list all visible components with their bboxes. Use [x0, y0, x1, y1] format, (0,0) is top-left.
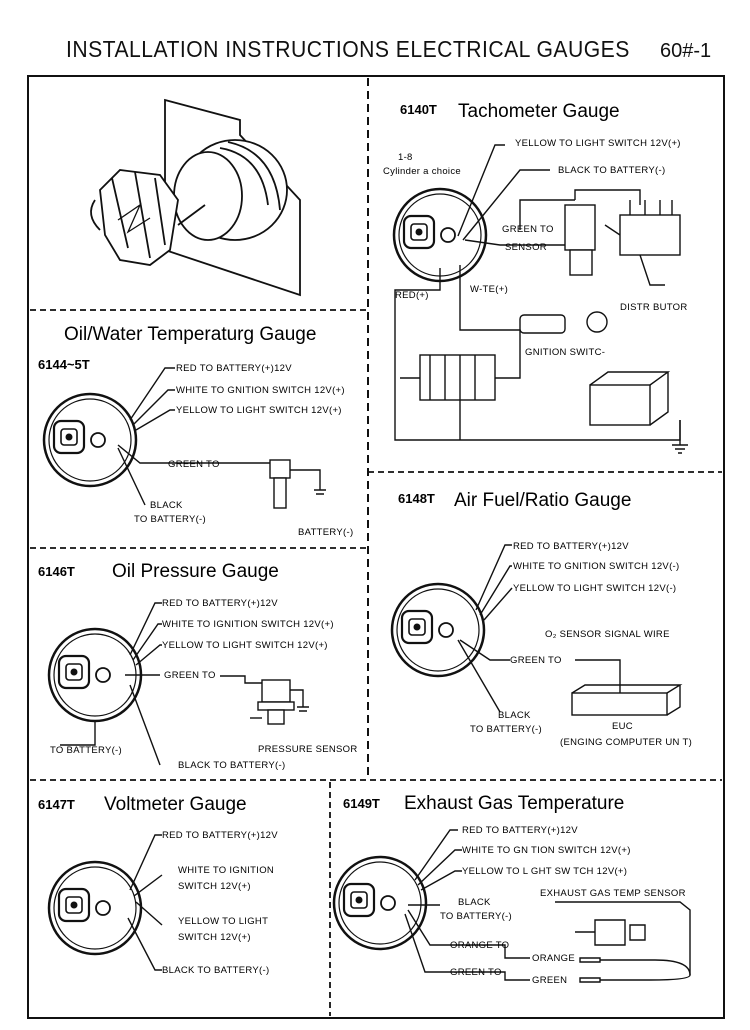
- install-illustration: [90, 98, 301, 297]
- tach-distributor-label: DISTR BUTOR: [620, 302, 688, 313]
- tach-ignition-label: GNITION SWITC-: [525, 347, 605, 358]
- oilwater-code: 6144~5T: [38, 357, 90, 372]
- oil-water-temp-section: Oil/Water Temperaturg Gauge 6144~5T RED …: [38, 324, 353, 538]
- airfuel-o2-label: O₂ SENSOR SIGNAL WIRE: [545, 629, 670, 640]
- oilpress-white-label: WHITE TO IGNITION SWITCH 12V(+): [162, 619, 334, 630]
- volt-title: Voltmeter Gauge: [104, 794, 247, 815]
- egt-green2-label: GREEN: [532, 975, 567, 986]
- airfuel-code: 6148T: [398, 491, 435, 506]
- oilpress-green-label: GREEN TO: [164, 670, 216, 681]
- tach-red-label: RED(+): [395, 290, 429, 301]
- egt-white-label: WHITE TO GN TION SWITCH 12V(+): [462, 845, 631, 856]
- tach-title: Tachometer Gauge: [458, 101, 620, 122]
- oilwater-red-label: RED TO BATTERY(+)12V: [176, 363, 292, 374]
- oilwater-battery-label: BATTERY(-): [298, 527, 353, 538]
- oilpress-red-label: RED TO BATTERY(+)12V: [162, 598, 278, 609]
- tach-cyl2-label: Cylinder a choice: [383, 166, 461, 177]
- tach-cyl-label: 1-8: [398, 152, 413, 163]
- egt-sensor-label: EXHAUST GAS TEMP SENSOR: [540, 888, 686, 899]
- volt-gauge-icon: [47, 860, 143, 956]
- page-number: 60#-1: [660, 40, 712, 62]
- tach-sensor-label: SENSOR: [505, 242, 547, 253]
- egt-title: Exhaust Gas Temperature: [404, 793, 624, 814]
- tach-yellow-label: YELLOW TO LIGHT SWITCH 12V(+): [515, 138, 681, 149]
- oilwater-green-label: GREEN TO: [168, 459, 220, 470]
- oil-pressure-section: 6146T Oil Pressure Gauge RED TO BATTERY(…: [38, 561, 358, 771]
- egt-section: 6149T Exhaust Gas Temperature RED TO BAT…: [332, 793, 691, 986]
- airfuel-euc-label: EUC: [612, 721, 633, 732]
- oilwater-gauge-icon: [42, 392, 138, 488]
- airfuel-white-label: WHITE TO GNITION SWITCH 12V(-): [513, 561, 679, 572]
- tachometer-section: 6140T Tachometer Gauge: [383, 101, 688, 454]
- tach-green-label: GREEN TO: [502, 224, 554, 235]
- airfuel-euc2-label: (ENGING COMPUTER UN T): [560, 737, 692, 748]
- oilwater-yellow-label: YELLOW TO LIGHT SWITCH 12V(+): [176, 405, 342, 416]
- oilpress-yellow-label: YELLOW TO LIGHT SWITCH 12V(+): [162, 640, 328, 651]
- oilpress-psensor-label: PRESSURE SENSOR: [258, 744, 358, 755]
- tach-white-label: W-TE(+): [470, 284, 508, 295]
- page-frame: [27, 75, 725, 1019]
- volt-white2-label: SWITCH 12V(+): [178, 881, 251, 892]
- tach-black-label: BLACK TO BATTERY(-): [558, 165, 665, 176]
- airfuel-black-label: BLACK: [498, 710, 531, 721]
- volt-yellow2-label: SWITCH 12V(+): [178, 932, 251, 943]
- egt-orange-label: ORANGE TO: [450, 940, 509, 951]
- volt-white-label: WHITE TO IGNITION: [178, 865, 274, 876]
- oilwater-black-label: BLACK: [150, 500, 183, 511]
- oilwater-title: Oil/Water Temperaturg Gauge: [64, 324, 316, 345]
- page-title: INSTALLATION INSTRUCTIONS ELECTRICAL GAU…: [66, 36, 630, 62]
- tach-code: 6140T: [400, 102, 437, 117]
- airfuel-green-label: GREEN TO: [510, 655, 562, 666]
- egt-green-label: GREEN TO: [450, 967, 502, 978]
- volt-red-label: RED TO BATTERY(+)12V: [162, 830, 278, 841]
- oilpress-title: Oil Pressure Gauge: [112, 561, 279, 582]
- egt-red-label: RED TO BATTERY(+)12V: [462, 825, 578, 836]
- volt-yellow-label: YELLOW TO LIGHT: [178, 916, 268, 927]
- airfuel-yellow-label: YELLOW TO LIGHT SWITCH 12V(-): [513, 583, 676, 594]
- airfuel-title: Air Fuel/Ratio Gauge: [454, 490, 631, 511]
- egt-black-label: BLACK: [458, 897, 491, 908]
- egt-yellow-label: YELLOW TO L GHT SW TCH 12V(+): [462, 866, 627, 877]
- air-fuel-ratio-section: 6148T Air Fuel/Ratio Gauge RED TO BATTER…: [390, 490, 692, 748]
- oilpress-black-label: BLACK TO BATTERY(-): [178, 760, 285, 771]
- oilwater-white-label: WHITE TO GNITION SWITCH 12V(+): [176, 385, 345, 396]
- voltmeter-section: 6147T Voltmeter Gauge RED TO BATTERY(+)1…: [38, 794, 278, 976]
- egt-black2-label: TO BATTERY(-): [440, 911, 512, 922]
- airfuel-red-label: RED TO BATTERY(+)12V: [513, 541, 629, 552]
- oilpress-tobat-label: TO BATTERY(-): [50, 745, 122, 756]
- egt-orange2-label: ORANGE: [532, 953, 575, 964]
- volt-code: 6147T: [38, 797, 75, 812]
- airfuel-black2-label: TO BATTERY(-): [470, 724, 542, 735]
- egt-code: 6149T: [343, 796, 380, 811]
- oilpress-code: 6146T: [38, 564, 75, 579]
- volt-black-label: BLACK TO BATTERY(-): [162, 965, 269, 976]
- oilwater-black2-label: TO BATTERY(-): [134, 514, 206, 525]
